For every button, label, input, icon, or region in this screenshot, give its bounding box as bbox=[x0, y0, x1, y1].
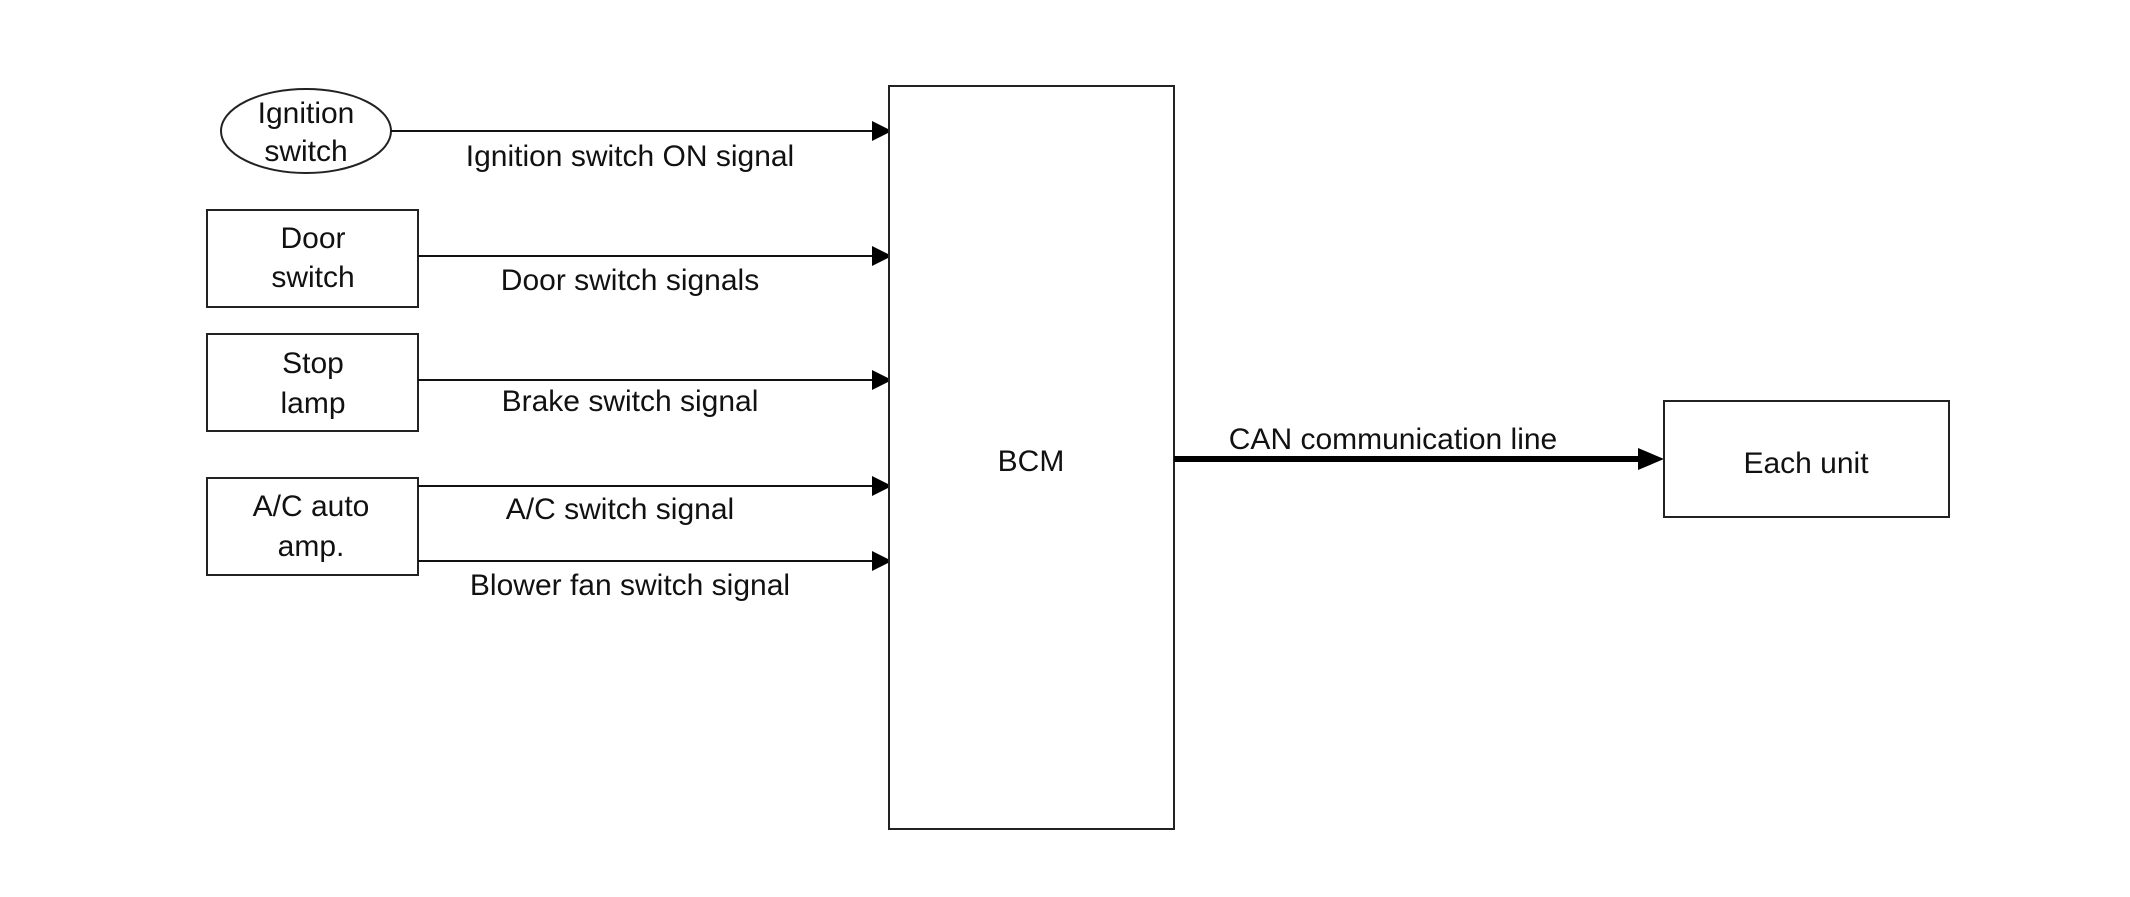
ignition-signal-arrowhead bbox=[872, 121, 892, 141]
ignition-switch-label-line1: Ignition bbox=[258, 97, 355, 130]
ignition-signal-label: Ignition switch ON signal bbox=[466, 140, 794, 173]
can-line-arrowhead bbox=[1638, 448, 1664, 470]
bcm-node: BCM bbox=[888, 85, 1175, 830]
bcm-label: BCM bbox=[998, 445, 1065, 478]
ignition-switch-label-line2: switch bbox=[264, 135, 347, 168]
ignition-switch-node: Ignition switch bbox=[220, 88, 392, 174]
door-switch-label-line2: switch bbox=[271, 261, 354, 294]
door-switch-label-line1: Door bbox=[280, 222, 345, 255]
blower-signal-label: Blower fan switch signal bbox=[470, 569, 790, 602]
ac-auto-amp-label-line1: A/C auto bbox=[253, 490, 370, 523]
stop-lamp-label-line1: Stop bbox=[282, 347, 344, 380]
stop-lamp-node: Stop lamp bbox=[206, 333, 419, 432]
door-signal-label: Door switch signals bbox=[501, 264, 759, 297]
brake-signal-arrowhead bbox=[872, 370, 892, 390]
bcm-box bbox=[888, 85, 1175, 830]
ac-auto-amp-label-line2: amp. bbox=[278, 530, 345, 563]
each-unit-node: Each unit bbox=[1663, 400, 1950, 518]
ac-signal-label: A/C switch signal bbox=[506, 493, 734, 526]
can-line-label: CAN communication line bbox=[1229, 423, 1557, 456]
ac-auto-amp-node: A/C auto amp. bbox=[206, 477, 419, 576]
door-switch-node: Door switch bbox=[206, 209, 419, 308]
ac-auto-amp-box bbox=[206, 477, 419, 576]
door-switch-box bbox=[206, 209, 419, 308]
blower-signal-arrowhead bbox=[872, 551, 892, 571]
stop-lamp-box bbox=[206, 333, 419, 432]
brake-signal-label: Brake switch signal bbox=[502, 385, 759, 418]
each-unit-label: Each unit bbox=[1743, 447, 1869, 480]
ac-signal-arrowhead bbox=[872, 476, 892, 496]
stop-lamp-label-line2: lamp bbox=[280, 387, 345, 420]
door-signal-arrowhead bbox=[872, 246, 892, 266]
each-unit-box bbox=[1663, 400, 1950, 518]
